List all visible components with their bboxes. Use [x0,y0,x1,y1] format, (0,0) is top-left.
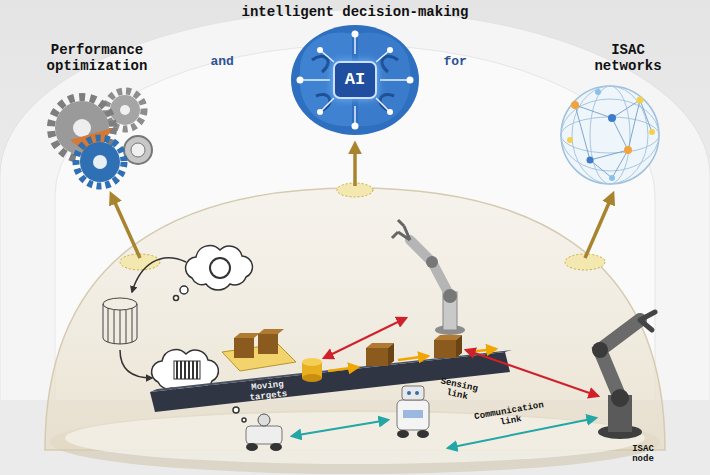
gears-icon [51,91,152,186]
service-robot [397,386,429,438]
label: ISAC node [627,444,659,465]
isac-node-robot [592,312,655,439]
network-sphere-icon [561,86,659,184]
label: Communication link [470,399,550,433]
rover-robot [246,414,282,451]
label: and [211,55,234,70]
label: ISAC networks [590,42,666,74]
label: intelligent decision-making [242,4,469,20]
label: Moving targets [244,378,292,403]
robot-arm [392,220,465,335]
label: Performance optimization [43,42,151,74]
chip-text: AI [345,70,365,90]
ai-brain-icon [291,25,419,135]
cylinder-model [103,258,186,378]
ai-chip: AI [333,61,377,99]
label: for [444,55,467,70]
label: Sensing link [434,375,481,404]
